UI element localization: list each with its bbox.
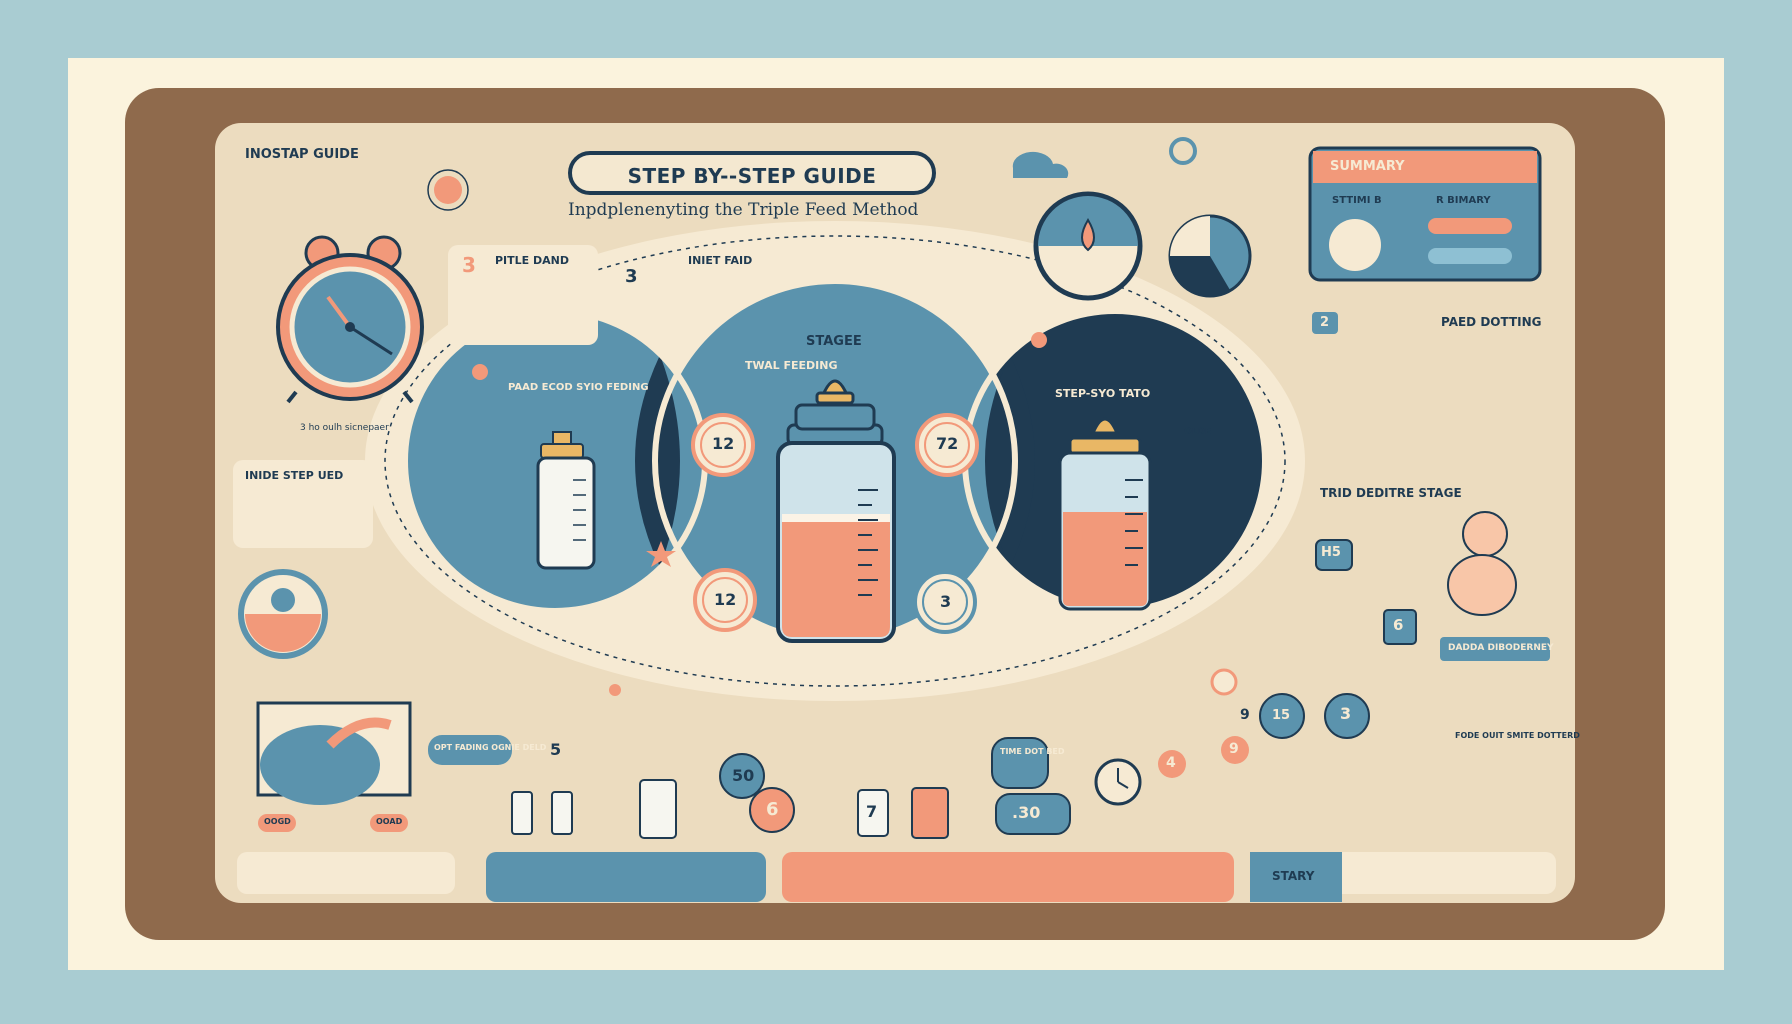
- clock-caption: 3 ho oulh sicnepaer: [300, 423, 389, 433]
- num-3: 3: [1340, 704, 1352, 723]
- opt-fading-pill: [428, 735, 512, 765]
- paed-title: PAED DOTTING: [1441, 315, 1542, 329]
- badge-4: 4: [1166, 755, 1176, 771]
- dial-top-left: [691, 413, 755, 477]
- right-bottle-icon: [1058, 417, 1152, 611]
- num-15: 15: [1272, 708, 1291, 723]
- small-bottles-row: [511, 779, 949, 839]
- summary-card: [1308, 146, 1542, 282]
- baby-circle-icon: [238, 569, 328, 659]
- dial-tr-value: 72: [936, 434, 959, 453]
- num-h5: H5: [1321, 545, 1341, 560]
- summary-header: SUMMARY: [1330, 159, 1405, 174]
- bottom-card-blue: [486, 852, 766, 902]
- corner-title: INOSTAP GUIDE: [245, 147, 359, 162]
- bottom-card-left: [237, 852, 455, 894]
- cloud-icon: [1012, 151, 1069, 178]
- summary-left: STTIMI B: [1332, 195, 1382, 206]
- badge-9: 9: [1229, 741, 1239, 757]
- stary-tab: [1250, 852, 1342, 902]
- left-bottle-icon: [536, 431, 596, 570]
- badge-50: 50: [732, 766, 755, 785]
- pie-circle-icon: [1168, 214, 1252, 298]
- stary-label: STARY: [1272, 869, 1315, 883]
- dial-tl-value: 12: [712, 434, 735, 453]
- time-bubble: TIME DOT BED: [1000, 747, 1065, 756]
- star-icon: [646, 541, 676, 567]
- stage-title: STAGEE: [806, 334, 862, 349]
- dial-bottom-right: [913, 570, 977, 634]
- dial-top-right: [915, 413, 979, 477]
- badge-30: .30: [1012, 803, 1041, 822]
- dial-br-value: 3: [940, 592, 952, 611]
- num-6: 6: [1393, 616, 1404, 634]
- right-circle-title: STEP-SYO TATO: [1055, 387, 1151, 400]
- pitle-card: [448, 245, 598, 345]
- page-subtitle: Inpdplenenyting the Triple Feed Method: [568, 200, 919, 220]
- stage-label: TRID DEDITRE STAGE: [1320, 486, 1462, 500]
- right-clock-icon: [1094, 758, 1142, 806]
- pitle-card-title: PITLE DAND: [495, 254, 569, 267]
- feeding-photo-card: [256, 701, 412, 805]
- opt-fading-label: OPT FADING OGNIE DELD: [434, 743, 547, 752]
- badge-6: 6: [766, 799, 779, 820]
- num-2: 2: [1320, 315, 1330, 330]
- alarm-clock-icon: [276, 235, 424, 404]
- sun-icon: [427, 169, 469, 211]
- bottom-card-coral: [782, 852, 1234, 902]
- title-pill: STEP BY--STEP GUIDE: [568, 151, 936, 195]
- badge-5: 5: [550, 740, 562, 759]
- num-9: 9: [1240, 707, 1250, 723]
- stage-subtitle: TWAL FEEDING: [745, 359, 838, 372]
- first-feed-title: INIET FAID: [688, 254, 753, 267]
- side-title: FODE OUIT SMITE DOTTERD: [1455, 731, 1580, 740]
- badge-7: 7: [866, 802, 878, 821]
- baby-figure-icon: [1447, 511, 1517, 616]
- right-lens: [985, 355, 1035, 567]
- dashed-cycle: [384, 235, 1286, 687]
- pill-left: [258, 814, 296, 832]
- summary-right: R BIMARY: [1436, 195, 1491, 206]
- pill-right-label: OOAD: [376, 817, 403, 826]
- bottle-label: OLDE: [1184, 427, 1212, 437]
- dial-bl-value: 12: [714, 590, 737, 609]
- inside-step-title: INIDE STEP UED: [245, 469, 344, 482]
- side-badge: 3: [625, 266, 638, 287]
- dadda-ribbon: [1440, 637, 1550, 661]
- left-circle-title: PAAD ECOD SYIO FEDING: [508, 382, 649, 393]
- bottom-card-right: [1342, 852, 1556, 894]
- inside-step-card: [233, 460, 373, 548]
- dadda-label: DADDA DIBODERNEY: [1448, 643, 1554, 653]
- pitle-card-number: 3: [462, 253, 476, 277]
- pill-left-label: OOGD: [264, 817, 291, 826]
- drop-circle-icon: [1033, 191, 1143, 301]
- center-bottle-icon: [776, 379, 896, 643]
- pill-right: [370, 814, 408, 832]
- page-title: STEP BY--STEP GUIDE: [627, 164, 877, 188]
- dial-bottom-left: [693, 568, 757, 632]
